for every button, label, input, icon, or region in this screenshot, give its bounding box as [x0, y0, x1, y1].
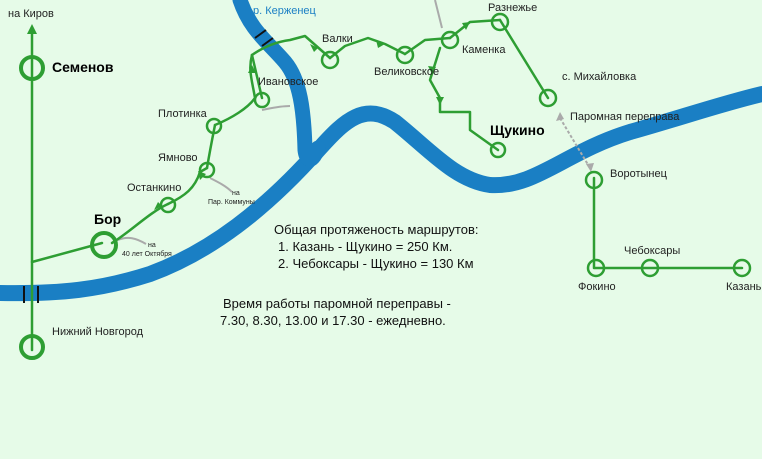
label-fokino: Фокино — [578, 281, 616, 293]
ferry-arrow-bottom-icon — [586, 163, 594, 172]
route-arrow-7-icon — [428, 66, 436, 74]
label-bor: Бор — [94, 211, 121, 227]
station-valki — [320, 50, 340, 70]
route-arrow-5-icon — [376, 40, 385, 48]
label-nizhny: Нижний Новгород — [52, 326, 144, 338]
side-stop-a-line2: Пар. Коммуны — [208, 199, 255, 206]
label-river: р. Керженец — [253, 5, 317, 17]
station-ivanovskoe — [253, 91, 271, 109]
route-arrow-6-icon — [462, 22, 470, 30]
station-kamenka — [440, 30, 460, 50]
label-mikhailovka: с. Михайловка — [562, 71, 637, 83]
station-semenov — [19, 55, 45, 81]
ferry-schedule-title: Время работы паромной переправы - — [223, 296, 451, 311]
route-1-length: 1. Казань - Щукино = 250 Км. — [278, 239, 453, 254]
route-arrow-8-icon — [436, 97, 444, 105]
station-ostankino — [159, 196, 177, 214]
route-2-length: 2. Чебоксары - Щукино = 130 Км — [278, 256, 474, 271]
label-velikovskoe: Великовское — [374, 66, 439, 78]
routes-length-title: Общая протяженость маршрутов: — [274, 222, 479, 237]
up-arrow-icon — [27, 24, 37, 34]
label-plotinka: Плотинка — [158, 108, 208, 120]
ferry-schedule-note: Время работы паромной переправы - 7.30, … — [220, 295, 451, 329]
route-arrow-3-icon — [248, 65, 256, 73]
side-stop-b-line2: 40 лет Октября — [122, 250, 172, 258]
routes-length-note: Общая протяженость маршрутов: 1. Казань … — [274, 221, 478, 272]
label-shchukino: Щукино — [490, 122, 545, 138]
label-vorotynets: Воротынец — [610, 168, 668, 180]
station-plotinka — [205, 117, 223, 135]
label-ferry: Паромная переправа — [570, 111, 680, 123]
station-yamnovo — [198, 161, 216, 179]
station-mikhailovka — [538, 88, 558, 108]
ferry-arrow-top-icon — [556, 112, 564, 121]
label-kazan: Казань — [726, 281, 762, 293]
label-kamenka: Каменка — [462, 44, 506, 56]
label-valki: Валки — [322, 33, 353, 45]
label-cheboksary: Чебоксары — [624, 245, 680, 257]
route-lines — [30, 18, 744, 352]
stations — [19, 12, 752, 360]
station-shchukino — [489, 141, 507, 159]
station-bor — [90, 231, 118, 259]
label-raznezhe: Разнежье — [488, 2, 537, 14]
gray-lines — [117, 0, 591, 245]
station-vorotynets — [584, 170, 604, 190]
label-kirov: на Киров — [8, 8, 54, 20]
label-ivanovskoe: Ивановское — [258, 76, 318, 88]
side-stop-a-line1: на — [232, 190, 240, 197]
side-stop-b-line1: на — [148, 242, 156, 249]
station-velikovskoe — [395, 45, 415, 65]
route-arrow-4-icon — [310, 44, 318, 52]
station-kazan — [732, 258, 752, 278]
label-ostankino: Останкино — [127, 182, 181, 194]
label-yamnovo: Ямново — [158, 152, 198, 164]
station-nizhny — [19, 334, 45, 360]
station-cheboksary — [640, 258, 660, 278]
station-raznezhe — [490, 12, 510, 32]
ferry-schedule-times: 7.30, 8.30, 13.00 и 17.30 - ежедневно. — [220, 313, 446, 328]
bridge-marks — [23, 29, 274, 303]
volga-river — [0, 86, 762, 302]
label-semenov: Семенов — [52, 59, 114, 75]
station-fokino — [586, 258, 606, 278]
